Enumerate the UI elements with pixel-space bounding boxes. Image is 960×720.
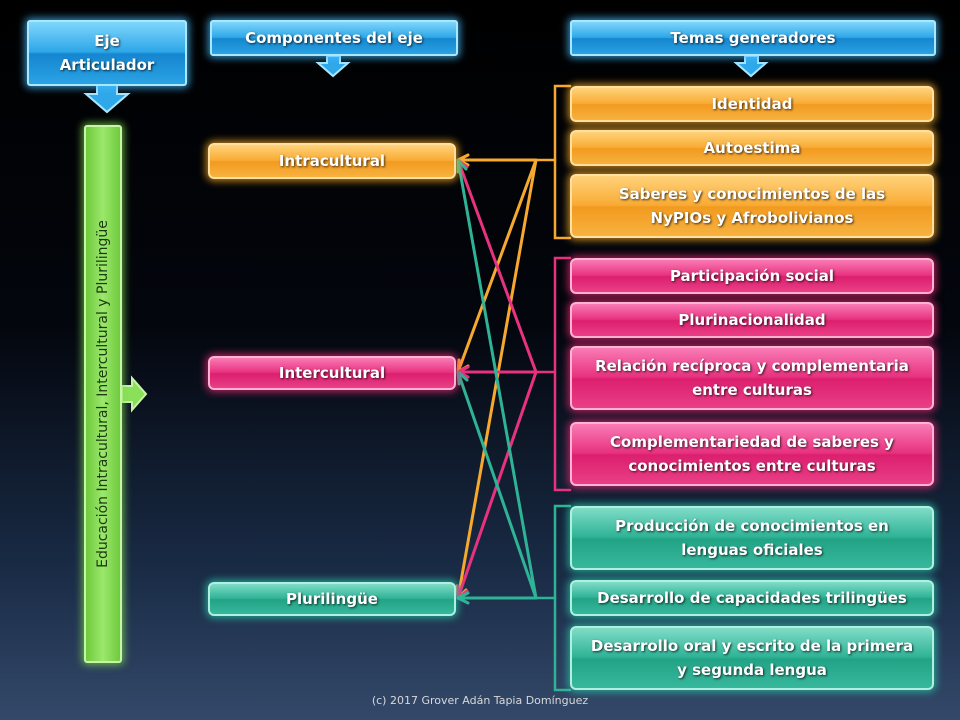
theme-relacion-reciproca-label: Relación recíproca y complementaria entr… [595, 357, 909, 399]
theme-plurinacionalidad: Plurinacionalidad [570, 302, 934, 338]
theme-complementariedad-saberes-label: Complementariedad de saberes y conocimie… [610, 433, 894, 475]
connector-plurilingue-to-intercultural [456, 370, 538, 600]
theme-autoestima-label: Autoestima [703, 139, 801, 157]
component-plurilingue-label: Plurilingüe [286, 590, 378, 608]
theme-identidad: Identidad [570, 86, 934, 122]
axis-right-arrow-icon [121, 375, 148, 413]
component-plurilingue: Plurilingüe [208, 582, 456, 616]
theme-capacidades-trilingues-label: Desarrollo de capacidades trilingües [597, 589, 907, 607]
theme-participacion-social-label: Participación social [669, 267, 835, 285]
connector-intercultural-to-intracultural [456, 158, 538, 374]
themes-header-label: Temas generadores [670, 29, 836, 47]
themes-header: Temas generadores [570, 20, 936, 56]
theme-identidad-label: Identidad [711, 95, 793, 113]
axis-header-label: Eje Articulador [59, 32, 155, 74]
themes-header-down-arrow-icon [733, 55, 769, 78]
components-header: Componentes del eje [210, 20, 458, 56]
component-intercultural-label: Intercultural [278, 364, 386, 382]
theme-plurinacionalidad-label: Plurinacionalidad [678, 311, 826, 329]
theme-capacidades-trilingues: Desarrollo de capacidades trilingües [570, 580, 934, 616]
component-intracultural: Intracultural [208, 143, 456, 179]
theme-desarrollo-oral-escrito-label: Desarrollo oral y escrito de la primera … [590, 637, 914, 679]
components-header-label: Componentes del eje [245, 29, 423, 47]
connector-plurilingue-to-intracultural [456, 158, 538, 600]
copyright-footer: (c) 2017 Grover Adán Tapia Domínguez [371, 694, 589, 707]
theme-produccion-conocimientos-label: Producción de conocimientos en lenguas o… [615, 517, 889, 559]
theme-complementariedad-saberes: Complementariedad de saberes y conocimie… [570, 422, 934, 486]
component-intercultural: Intercultural [208, 356, 456, 390]
axis-vertical-label: Educación Intracultural, Intercultural y… [94, 220, 111, 568]
bracket-plurilingue-themes [553, 504, 572, 692]
theme-participacion-social: Participación social [570, 258, 934, 294]
axis-header: Eje Articulador [27, 20, 187, 86]
component-intracultural-label: Intracultural [278, 152, 386, 170]
axis-vertical-box: Educación Intracultural, Intercultural y… [84, 125, 122, 663]
components-header-down-arrow-icon [315, 55, 351, 78]
axis-header-down-arrow-icon [83, 83, 131, 114]
theme-saberes-nypios: Saberes y conocimientos de las NyPIOs y … [570, 174, 934, 238]
theme-relacion-reciproca: Relación recíproca y complementaria entr… [570, 346, 934, 410]
bracket-intracultural-themes [553, 84, 572, 240]
theme-saberes-nypios-label: Saberes y conocimientos de las NyPIOs y … [618, 185, 886, 227]
theme-autoestima: Autoestima [570, 130, 934, 166]
bracket-intercultural-themes [553, 256, 572, 492]
theme-desarrollo-oral-escrito: Desarrollo oral y escrito de la primera … [570, 626, 934, 690]
theme-produccion-conocimientos: Producción de conocimientos en lenguas o… [570, 506, 934, 570]
